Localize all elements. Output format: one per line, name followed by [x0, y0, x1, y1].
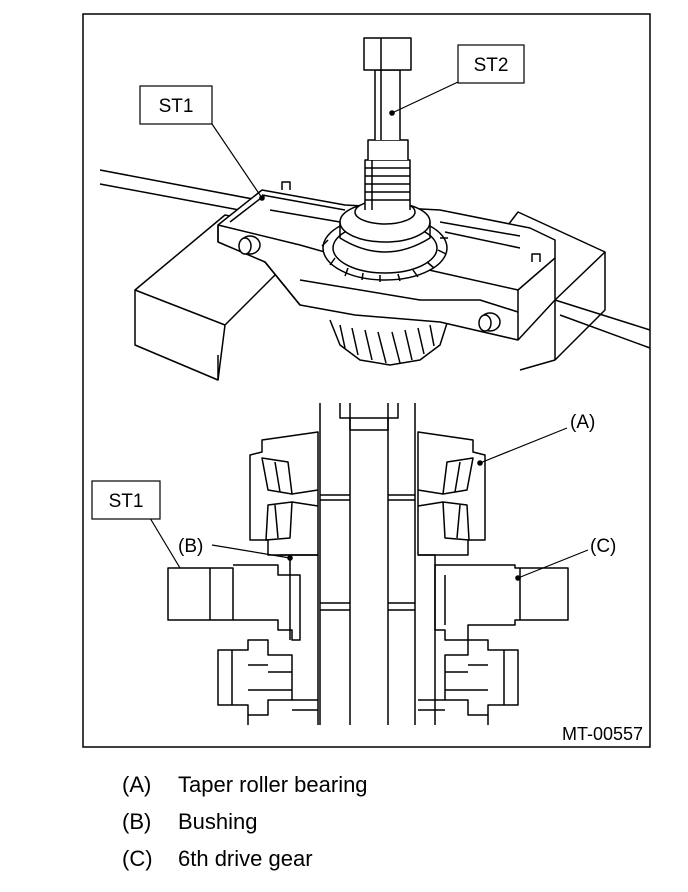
callout-c-label: (C): [590, 536, 616, 557]
legend-key: (A): [122, 772, 152, 797]
legend-item: (A) Taper roller bearing: [122, 772, 622, 809]
st1-bottom-label: ST1: [109, 491, 144, 512]
callout-labels: ST2 ST1 ST1 (A) (B) (C) MT-00557: [109, 55, 643, 744]
st1-top-callout-box: [139, 85, 213, 125]
isometric-illustration: [99, 37, 651, 381]
legend-text: Bushing: [178, 809, 258, 834]
callout-b-label: (B): [178, 536, 203, 557]
st2-callout-box: [457, 44, 525, 84]
figure-code: MT-00557: [562, 724, 643, 744]
st1-top-label: ST1: [159, 96, 194, 117]
legend: (A) Taper roller bearing (B) Bushing (C)…: [122, 772, 622, 883]
figure-frame: [82, 13, 651, 748]
st2-label: ST2: [474, 55, 509, 76]
legend-text: Taper roller bearing: [178, 772, 368, 797]
callout-boxes: [91, 44, 525, 520]
cross-section-illustration: [167, 403, 569, 725]
st1-bottom-callout-box: [91, 480, 161, 520]
legend-key: (C): [122, 846, 153, 871]
legend-item: (C) 6th drive gear: [122, 846, 622, 883]
legend-key: (B): [122, 809, 152, 834]
callout-a-label: (A): [570, 412, 595, 433]
legend-item: (B) Bushing: [122, 809, 622, 846]
legend-text: 6th drive gear: [178, 846, 313, 871]
leader-lines: [149, 81, 589, 581]
